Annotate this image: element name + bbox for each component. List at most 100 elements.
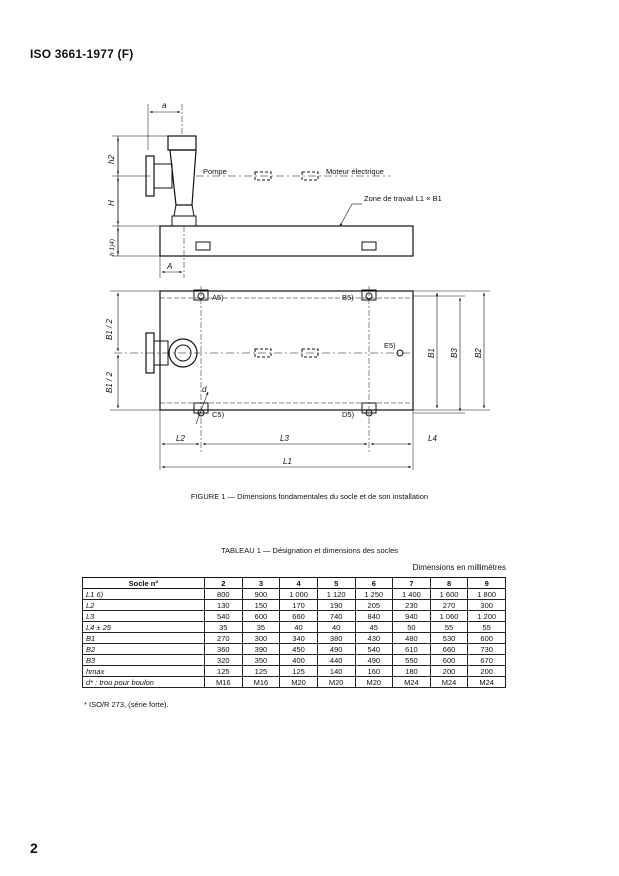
table-cell: 55 — [429, 621, 469, 633]
label-anchor-A: A5) — [212, 293, 224, 302]
table-cell: 205 — [354, 599, 394, 611]
page-number: 2 — [30, 840, 38, 856]
table-cell: 125 — [279, 665, 318, 677]
table-cell: 340 — [279, 632, 318, 644]
figure-1: a h2 H h 1)4) Pompe Moteur électrique Zo… — [105, 101, 490, 470]
table-cell: 200 — [429, 665, 469, 677]
table-cell: 610 — [392, 643, 431, 655]
table-header-cell: 6 — [354, 577, 394, 589]
table-cell: 35 — [204, 621, 243, 633]
table-header-row: Socle n° 2 3 4 5 6 7 8 9 — [82, 577, 506, 589]
table-cell: 350 — [241, 654, 281, 666]
pump-elevation — [145, 135, 197, 227]
table-cell: M24 — [392, 676, 431, 688]
table-cell: 840 — [354, 610, 394, 622]
table-row-label: hmax — [82, 665, 205, 677]
table-cell: 430 — [354, 632, 394, 644]
table-cell: 190 — [316, 599, 356, 611]
table-cell: 900 — [241, 588, 281, 600]
table-title: TABLEAU 1 — Désignation et dimensions de… — [220, 546, 399, 555]
label-anchor-E: E5) — [384, 341, 396, 350]
table-cell: 300 — [241, 632, 281, 644]
table-cell: 320 — [204, 654, 243, 666]
table-cell: 55 — [467, 621, 506, 633]
table-cell: 125 — [204, 665, 243, 677]
table-cell: 390 — [241, 643, 281, 655]
table-cell: 940 — [392, 610, 431, 622]
label-anchor-C: C5) — [212, 410, 225, 419]
label-work-zone: Zone de travail L1 × B1 — [364, 194, 442, 203]
label-pump: Pompe — [203, 167, 227, 176]
figure-caption: FIGURE 1 — Dimensions fondamentales du s… — [190, 492, 429, 501]
table-cell: 800 — [204, 588, 243, 600]
table-units: Dimensions en millimètres — [412, 563, 506, 572]
table-cell: 1 400 — [392, 588, 431, 600]
table-cell: 400 — [279, 654, 318, 666]
table-cell: M16 — [241, 676, 281, 688]
table-cell: 1 200 — [467, 610, 506, 622]
table-cell: 600 — [429, 654, 469, 666]
label-B3: B3 — [450, 348, 459, 358]
table-cell: 740 — [316, 610, 356, 622]
label-d: d — [202, 385, 207, 394]
table-cell: 730 — [467, 643, 506, 655]
table-cell: 1 060 — [429, 610, 469, 622]
table-cell: 380 — [316, 632, 356, 644]
table-cell: 440 — [316, 654, 356, 666]
table-footnote: * ISO/R 273, (série forte). — [84, 700, 169, 709]
label-B1: B1 — [427, 348, 436, 358]
table-header-cell: 5 — [316, 577, 356, 589]
table-cell: 660 — [279, 610, 318, 622]
table-cell: M24 — [429, 676, 469, 688]
table-cell: 490 — [354, 654, 394, 666]
table-row-label: d* : trou pour boulon — [82, 676, 205, 688]
table-cell: 40 — [279, 621, 318, 633]
elevation-view — [112, 104, 414, 278]
table-cell: M24 — [467, 676, 506, 688]
label-a: a — [162, 101, 167, 110]
table-cell: 1 600 — [429, 588, 469, 600]
table-cell: M16 — [204, 676, 243, 688]
table-header-cell: 7 — [392, 577, 431, 589]
table-cell: 50 — [392, 621, 431, 633]
table-row-label: B1 — [82, 632, 205, 644]
table-row-label: L1 6) — [82, 588, 205, 600]
label-L2: L2 — [176, 434, 185, 443]
table-cell: 550 — [392, 654, 431, 666]
table-header-cell: 8 — [429, 577, 469, 589]
table-cell: 160 — [354, 665, 394, 677]
table-cell: M20 — [316, 676, 356, 688]
document-header: ISO 3661-1977 (F) — [30, 47, 134, 61]
table-cell: 180 — [392, 665, 431, 677]
table-cell: 490 — [316, 643, 356, 655]
table-cell: 670 — [467, 654, 506, 666]
table-cell: 660 — [429, 643, 469, 655]
table-row-label: B2 — [82, 643, 205, 655]
table-cell: 530 — [429, 632, 469, 644]
table-cell: 360 — [204, 643, 243, 655]
table-cell: 300 — [467, 599, 506, 611]
table-cell: 270 — [429, 599, 469, 611]
table-cell: 170 — [279, 599, 318, 611]
table-cell: 125 — [241, 665, 281, 677]
table-cell: 270 — [204, 632, 243, 644]
label-motor: Moteur électrique — [326, 167, 384, 176]
table-cell: 450 — [279, 643, 318, 655]
table-row-label: L2 — [82, 599, 205, 611]
label-B1-2-bottom: B1 / 2 — [105, 372, 114, 393]
label-B2: B2 — [474, 348, 483, 358]
label-anchor-B: B5) — [342, 293, 354, 302]
table-header-cell: 2 — [204, 577, 243, 589]
label-L4: L4 — [428, 434, 437, 443]
table-cell: 150 — [241, 599, 281, 611]
table-cell: M20 — [354, 676, 394, 688]
label-B1-2-top: B1 / 2 — [105, 319, 114, 340]
table-cell: 45 — [354, 621, 394, 633]
